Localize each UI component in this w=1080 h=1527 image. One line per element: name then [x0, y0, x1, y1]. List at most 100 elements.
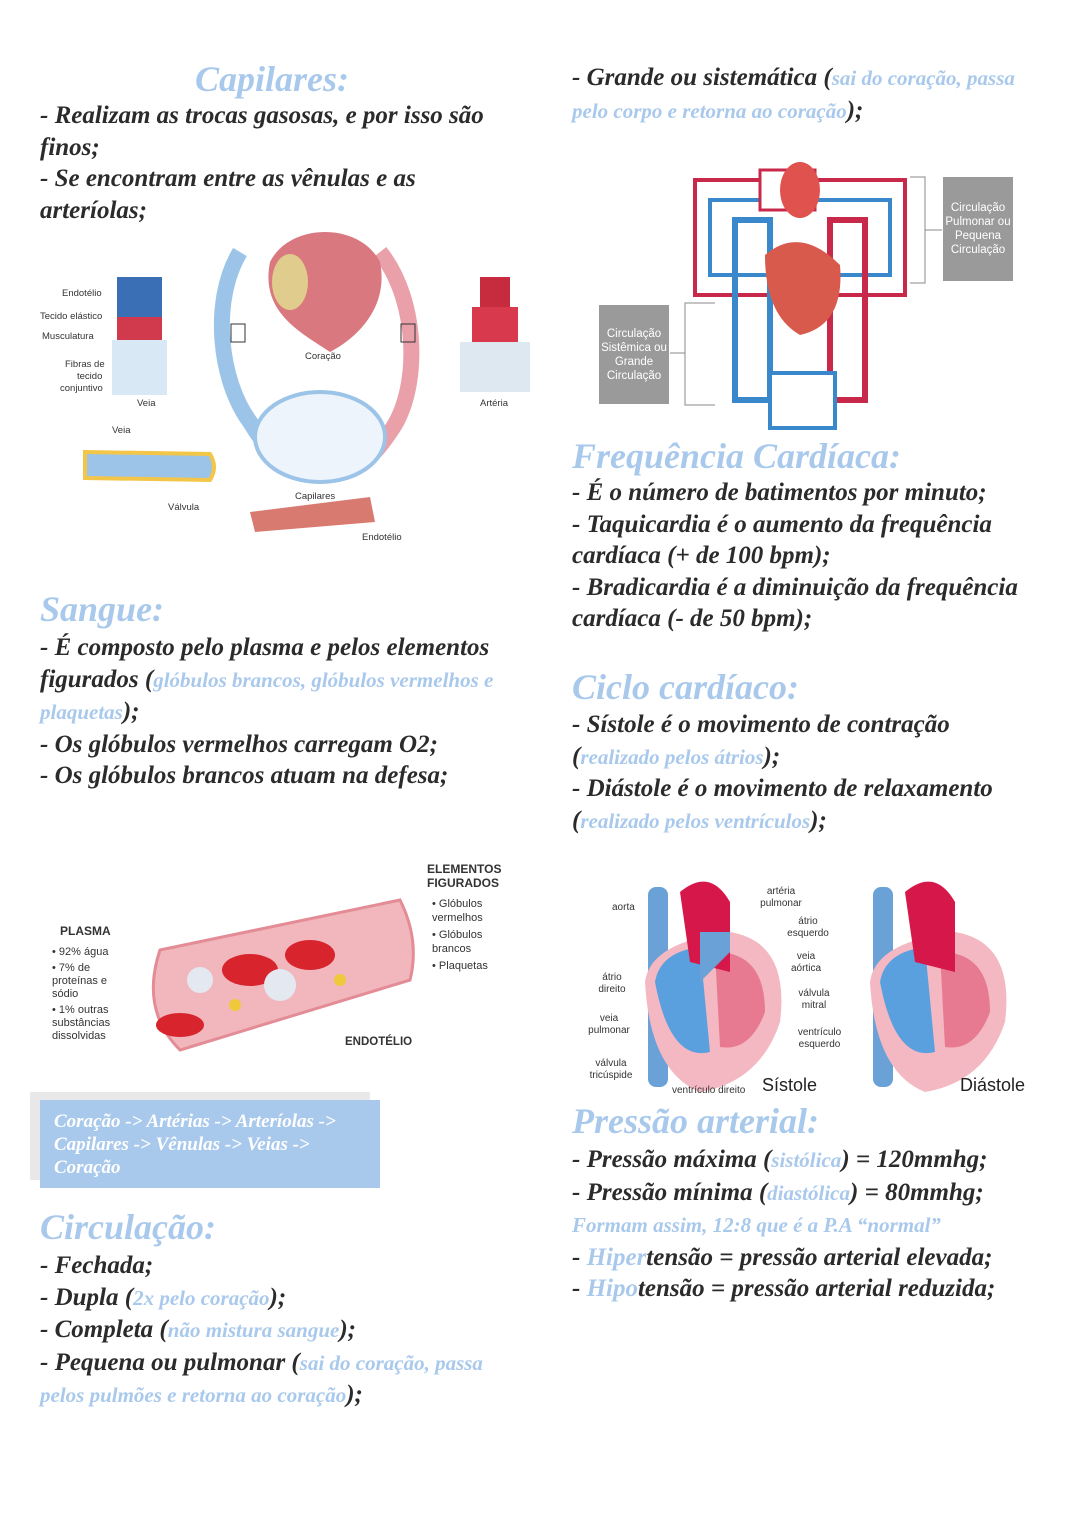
list-item: • 1% outras substâncias dissolvidas [52, 1004, 111, 1042]
text-segment: - Pressão mínima ( [572, 1178, 768, 1206]
text-line: - Completa (não mistura sangue); [40, 1314, 520, 1347]
text-line: - Hipertensão = pressão arterial elevada… [572, 1242, 1002, 1274]
heading-pressao: Pressão arterial: [572, 1101, 819, 1141]
plasma-list: • 92% água • 7% de proteínas e sódio • 1% … [52, 946, 132, 1046]
text-segment: ) = 120mmhg; [841, 1146, 988, 1173]
label-sistole: Sístole [762, 1075, 818, 1095]
text-line: - Pequena ou pulmonar (sai do coração, p… [40, 1347, 520, 1412]
text-segment: ); [339, 1316, 356, 1343]
text-segment: - [572, 1275, 587, 1302]
blood-figure: PLASMA • 92% água• 7% de proteínas e sód… [40, 860, 520, 1060]
text-segment: ); [763, 742, 781, 770]
label-fibras: Fibras de [65, 359, 105, 370]
text-segment: - Pequena ou pulmonar ( [40, 1348, 300, 1376]
text-segment: - Pressão máxima ( [572, 1146, 772, 1173]
heading-frequencia: Frequência Cardíaca: [572, 436, 901, 476]
heading-sangue: Sangue: [40, 589, 165, 629]
label-veia-aortica: veia aórtica [790, 951, 821, 974]
heading-circulacao: Circulação: [40, 1207, 216, 1247]
text-segment: ); [269, 1283, 287, 1311]
label-endotelio: Endotélio [62, 288, 102, 299]
text-line: - Diástole é o movimento de relaxamento … [572, 773, 1012, 837]
capilares-figure: Endotélio Tecido elástico Musculatura Fi… [40, 232, 530, 543]
text-segment: ); [346, 1381, 363, 1408]
sangue-text: - É composto pelo plasma e pelos element… [40, 632, 515, 792]
highlight-text: sai do coração, passa pelos pulmões e re… [40, 1350, 483, 1408]
text-line: - Grande ou sistemática (sai do coração,… [572, 62, 1022, 127]
label-conjuntivo: conjuntivo [60, 383, 103, 394]
elements-title: ELEMENTOS FIGURADOS [427, 862, 502, 890]
text-segment: - Bradicardia é a diminuição da frequênc… [572, 573, 1018, 633]
text-segment: - [572, 1243, 587, 1271]
circulacao-text: - Fechada; - Dupla (2x pelo coração);- Co… [40, 1250, 520, 1412]
text-segment: - Realizam as trocas gasosas, e por isso… [40, 102, 484, 161]
ciclo-text: - Sístole é o movimento de contração (re… [572, 709, 1012, 837]
text-segment: ); [810, 806, 827, 834]
list-item: • Glóbulos vermelhos [432, 898, 483, 924]
label-coracao: Coração [305, 351, 341, 362]
label-veia: Veia [137, 398, 156, 409]
text-line: - Pressão máxima (sistólica) = 120mmhg; [572, 1144, 1002, 1177]
pressao-text: - Pressão máxima (sistólica) = 120mmhg;-… [572, 1144, 1002, 1305]
label-valvula-mitral: válvula mitral [798, 988, 830, 1011]
text-segment: - Taquicardia é o aumento da frequência … [572, 510, 992, 570]
flow-box: Coração -> Artérias -> Arteríolas -> Cap… [40, 1100, 380, 1188]
label-diastole: Diástole [960, 1075, 1026, 1095]
text-segment: ); [122, 698, 140, 725]
text-line: Formam assim, 12:8 que é a P.A “normal” [572, 1209, 1002, 1242]
label-valvula: Válvula [168, 502, 200, 513]
text-line: - Sístole é o movimento de contração (re… [572, 709, 1012, 773]
text-line: - Realizam as trocas gasosas, e por isso… [40, 100, 520, 163]
text-segment: ); [846, 96, 864, 124]
text-line: - É composto pelo plasma e pelos element… [40, 632, 515, 729]
label-tecido-elastico: Tecido elástico [40, 311, 102, 322]
text-segment: tensão = pressão arterial elevada; [646, 1243, 993, 1271]
text-segment: ) = 80mmhg; [850, 1178, 984, 1206]
label-atrio-direito: átrio direito [598, 972, 626, 995]
text-segment: - Grande ou sistemática ( [572, 64, 832, 91]
label-capilares: Capilares [295, 491, 335, 502]
text-segment: - Diástole é o movimento de relaxamento … [572, 775, 993, 834]
text-line: - Se encontram entre as vênulas e as art… [40, 163, 520, 226]
text-segment: - É o número de batimentos por minuto; [572, 479, 987, 506]
label-musculatura: Musculatura [42, 331, 94, 342]
text-line: - Bradicardia é a diminuição da frequênc… [572, 572, 1042, 635]
elements-list: • Glóbulos vermelhos • Glóbulos brancos • … [432, 897, 517, 976]
bracket-lines [670, 176, 942, 406]
text-line: - É o número de batimentos por minuto; [572, 477, 1042, 509]
highlight-text: sai do coração, passa pelo corpo e retor… [572, 66, 1015, 123]
highlight-text: realizado pelos ventrículos [580, 808, 811, 833]
text-segment: - Os glóbulos brancos atuam na defesa; [40, 762, 449, 789]
endotelio-label: ENDOTÉLIO [345, 1036, 413, 1048]
label-ventriculo-direito: ventrículo direito [672, 1085, 746, 1096]
grande-text: - Grande ou sistemática (sai do coração,… [572, 62, 1022, 127]
text-line: - Os glóbulos brancos atuam na defesa; [40, 760, 515, 792]
label-arteria-pulmonar: artéria pulmonar [760, 886, 802, 909]
text-segment: - Se encontram entre as vênulas e as art… [40, 165, 416, 224]
text-segment: - Fechada; [40, 1252, 154, 1279]
text-line: - Hipotensão = pressão arterial reduzida… [572, 1273, 1002, 1305]
heading-capilares: Capilares: [195, 59, 350, 99]
label-ventriculo-esquerdo: ventrículo esquerdo [797, 1027, 842, 1050]
text-segment: - Completa ( [40, 1316, 168, 1343]
text-segment: tensão = pressão arterial reduzida; [637, 1275, 996, 1302]
highlight-text: não mistura sangue [167, 1318, 340, 1342]
highlight-text: Formam assim, 12:8 que é a P.A “normal” [572, 1213, 941, 1237]
heart-diastole [870, 881, 1007, 1092]
text-segment: - Dupla ( [40, 1283, 134, 1311]
heart-sistole [645, 881, 782, 1092]
text-line: - Taquicardia é o aumento da frequência … [572, 509, 1042, 572]
text-line: - Dupla (2x pelo coração); [40, 1282, 520, 1315]
heading-ciclo: Ciclo cardíaco: [572, 667, 799, 707]
list-item: • 7% de proteínas e sódio [52, 962, 108, 1000]
heart-cycle-figure: aorta artéria pulmonar átrio esquerdo ve… [580, 872, 1050, 1102]
text-line: - Pressão mínima (diastólica) = 80mmhg; [572, 1177, 1002, 1210]
circulation-diagram [693, 162, 907, 430]
label-circulacao-pulmonar: Circulação Pulmonar ou Pequena Circulaçã… [943, 177, 1013, 281]
list-item: • Glóbulos brancos [432, 929, 483, 955]
highlight-text: glóbulos brancos, glóbulos vermelhos e p… [40, 667, 494, 725]
list-item: • Plaquetas [432, 960, 488, 972]
highlight-text: sistólica [771, 1148, 842, 1172]
label-circulacao-sistemica: Circulação Sistêmica ou Grande Circulaçã… [599, 305, 669, 404]
list-item: • 92% água [52, 946, 109, 958]
